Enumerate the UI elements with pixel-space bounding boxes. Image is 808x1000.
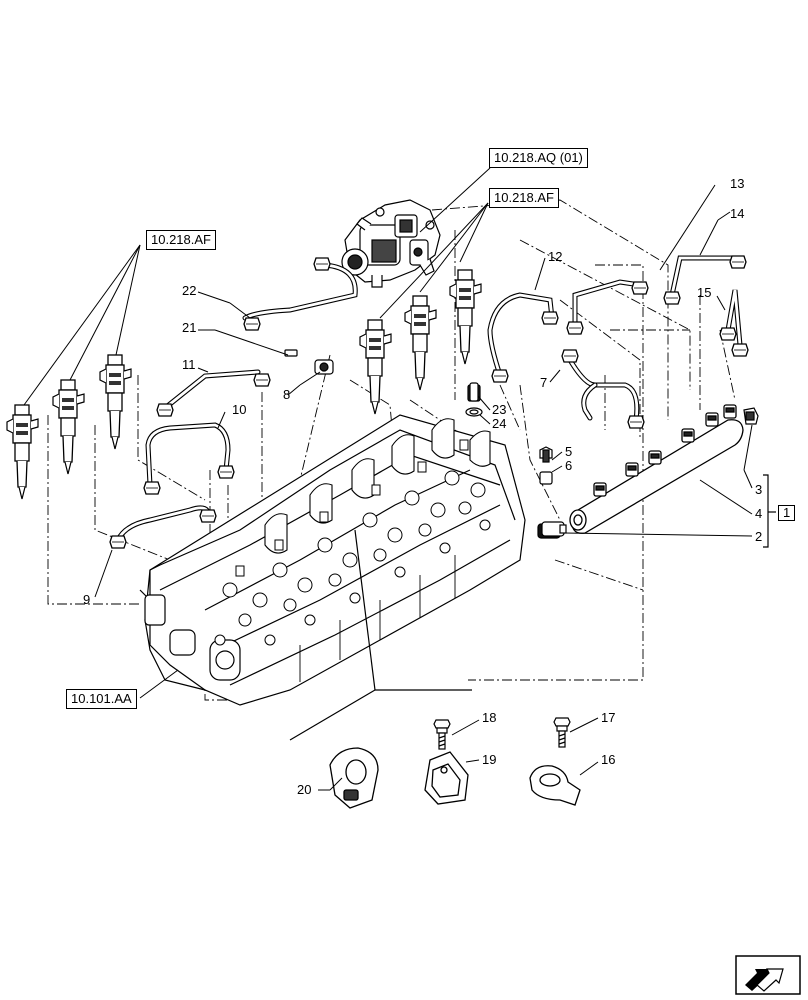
injectors-left: [6, 354, 132, 500]
callout-10: 10: [232, 402, 247, 417]
callout-23: 23: [492, 402, 507, 417]
bolt-17: [553, 717, 571, 748]
ref-pump[interactable]: 10.218.AQ (01): [489, 148, 588, 168]
leader-lines: [23, 167, 753, 791]
ref-cylinder-head[interactable]: 10.101.AA: [66, 689, 137, 709]
callout-19: 19: [482, 752, 497, 767]
callout-21: 21: [182, 320, 197, 335]
callout-5: 5: [565, 444, 573, 459]
rail-plug: [743, 407, 759, 425]
common-rail: [569, 404, 744, 534]
callout-15: 15: [697, 285, 712, 300]
callout-16: 16: [601, 752, 616, 767]
callout-8: 8: [283, 387, 291, 402]
cylinder-head: [139, 414, 526, 706]
callout-11: 11: [182, 357, 196, 372]
callout-3: 3: [755, 482, 763, 497]
callout-2: 2: [755, 529, 763, 544]
bracket-19: [424, 751, 469, 805]
callout-18: 18: [482, 710, 497, 725]
callout-14: 14: [730, 206, 745, 221]
next-page-arrow-icon[interactable]: [735, 955, 801, 995]
hp-pipes: [115, 255, 743, 543]
callout-12: 12: [548, 249, 563, 264]
callout-20: 20: [297, 782, 312, 797]
callout-13: 13: [730, 176, 745, 191]
callout-22: 22: [182, 283, 197, 298]
clamp-20: [329, 747, 379, 809]
clamp-16: [529, 765, 581, 806]
ref-injectors-left[interactable]: 10.218.AF: [146, 230, 216, 250]
callout-4: 4: [755, 506, 763, 521]
ref-injectors-mid[interactable]: 10.218.AF: [489, 188, 559, 208]
callout-17: 17: [601, 710, 616, 725]
callout-1: 1: [778, 505, 796, 521]
group-bracket: [763, 474, 776, 548]
callout-9: 9: [83, 592, 91, 607]
bolt-18: [433, 719, 451, 750]
callout-24: 24: [492, 416, 507, 431]
callout-7: 7: [540, 375, 548, 390]
high-pressure-pump: [341, 199, 441, 288]
rail-pressure-sensor: [537, 521, 567, 539]
callout-6: 6: [565, 458, 573, 473]
